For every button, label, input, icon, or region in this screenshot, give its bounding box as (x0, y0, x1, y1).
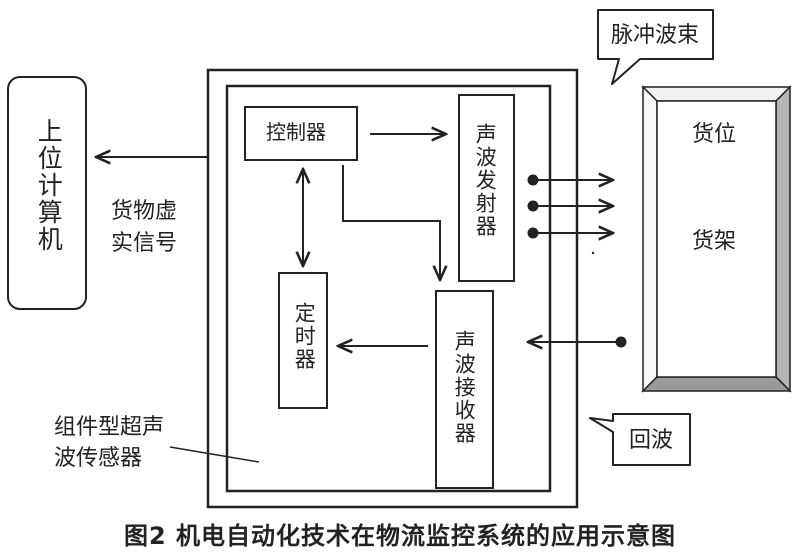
stray-dot (591, 251, 595, 255)
virtual-signal-label-line1: 货物虚 (111, 199, 178, 224)
shelf-bevel-right (775, 85, 791, 393)
host-computer-label: 上位计算机 (34, 118, 64, 253)
timer-box (278, 272, 328, 409)
timer-label: 定时器 (292, 302, 317, 371)
controller-to-receiver-arrow (342, 165, 440, 280)
receiver-box (435, 290, 494, 489)
controller-box (244, 106, 358, 161)
pulse-beam-label: 脉冲波束 (611, 23, 700, 48)
echo-label: 回波 (629, 428, 674, 453)
virtual-signal-label-line2: 实信号 (111, 231, 178, 256)
figure-caption: 图2 机电自动化技术在物流监控系统的应用示意图 (123, 522, 677, 550)
sensor-inner-frame (225, 84, 552, 493)
shelf-bevel-left (642, 85, 658, 393)
echo-callout (589, 413, 691, 466)
shelf-bevel-top (641, 86, 792, 102)
shelf-label: 货架 (692, 229, 737, 254)
shelf-slot-label: 货位 (692, 122, 737, 147)
sensor-label-line1: 组件型超声 (54, 415, 165, 440)
shelf-bevel-bottom (641, 376, 792, 392)
emitter-box (458, 94, 515, 282)
shelf-face (656, 100, 777, 378)
emitter-label: 声波发射器 (473, 123, 498, 238)
controller-label: 控制器 (266, 120, 326, 144)
sensor-label-line2: 波传感器 (54, 446, 143, 471)
receiver-label: 声波接收器 (452, 330, 477, 445)
host-computer-box (7, 76, 87, 310)
sensor-label-leader (169, 446, 260, 463)
sensor-outer-frame (206, 68, 579, 509)
pulse-beam-callout (597, 9, 714, 85)
